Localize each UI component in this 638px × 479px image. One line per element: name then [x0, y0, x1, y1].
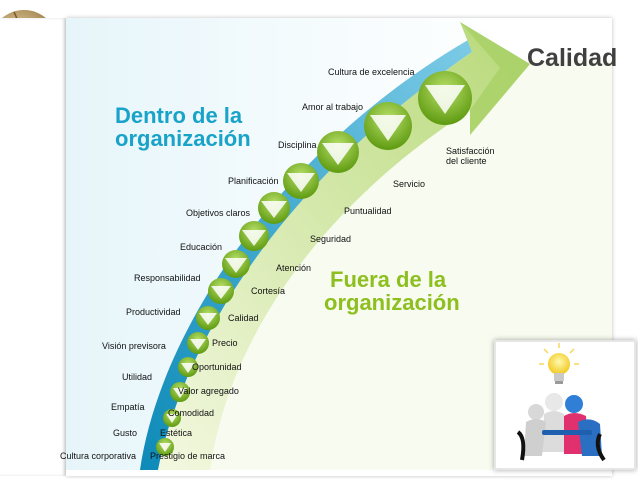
- left-shadow-panel: [0, 18, 66, 476]
- arrow-body: [158, 22, 530, 470]
- outside-label: Atención: [276, 263, 312, 273]
- outside-label: Servicio: [393, 179, 426, 189]
- progress-circle: [239, 221, 269, 251]
- progress-circle: [283, 163, 319, 199]
- outside-label: Estética: [160, 428, 193, 438]
- outside-label: del cliente: [446, 156, 487, 166]
- outside-label: Calidad: [228, 313, 259, 323]
- progress-circle: [178, 357, 198, 377]
- inside-label: Cultura corporativa: [60, 451, 137, 461]
- progress-circle: [208, 278, 234, 304]
- outside-heading-line2: organización: [324, 290, 460, 315]
- inside-label: Disciplina: [278, 140, 317, 150]
- outside-label: Puntualidad: [344, 206, 392, 216]
- outside-heading-line1: Fuera de la: [330, 267, 447, 292]
- outside-label: Comodidad: [168, 408, 215, 418]
- inside-label: Educación: [180, 242, 223, 252]
- inside-label: Objetivos claros: [186, 208, 251, 218]
- inside-heading: Dentro de la organización: [115, 104, 251, 150]
- slide-title: Calidad: [527, 44, 618, 72]
- progress-circle: [187, 332, 209, 354]
- inside-label: Responsabilidad: [134, 273, 201, 283]
- progress-circle: [196, 306, 220, 330]
- progress-circle: [156, 438, 174, 456]
- outside-label: Valor agregado: [178, 386, 239, 396]
- arrow-head: [460, 22, 530, 135]
- progress-circle: [418, 71, 472, 125]
- progress-circle: [222, 250, 250, 278]
- inside-heading-line1: Dentro de la: [115, 103, 243, 128]
- inside-label: Productividad: [126, 307, 181, 317]
- progress-circle: [258, 192, 290, 224]
- outside-label: Oportunidad: [192, 362, 242, 372]
- outside-label: Satisfacción: [446, 146, 495, 156]
- inside-label: Gusto: [113, 428, 138, 438]
- inside-label: Planificación: [228, 176, 279, 186]
- progress-circle: [170, 382, 190, 402]
- inside-label: Utilidad: [122, 372, 153, 382]
- outside-heading: Fuera de la organización: [324, 267, 460, 314]
- progress-circle: [317, 131, 359, 173]
- inside-label: Cultura de excelencia: [328, 67, 415, 77]
- inside-label: Amor al trabajo: [302, 102, 364, 112]
- progress-circle: [364, 102, 412, 150]
- outside-label: Prestigio de marca: [150, 451, 226, 461]
- outside-label: Seguridad: [310, 234, 352, 244]
- inside-label: Visión previsora: [102, 341, 166, 351]
- inside-heading-line2: organización: [115, 126, 251, 151]
- progress-circles: [156, 71, 472, 456]
- outside-label: Precio: [212, 338, 238, 348]
- team-idea-image: [494, 340, 636, 470]
- progress-circle: [163, 409, 181, 427]
- team-idea-icon: [516, 343, 606, 462]
- outside-label: Cortesía: [251, 286, 286, 296]
- inside-label: Empatía: [111, 402, 145, 412]
